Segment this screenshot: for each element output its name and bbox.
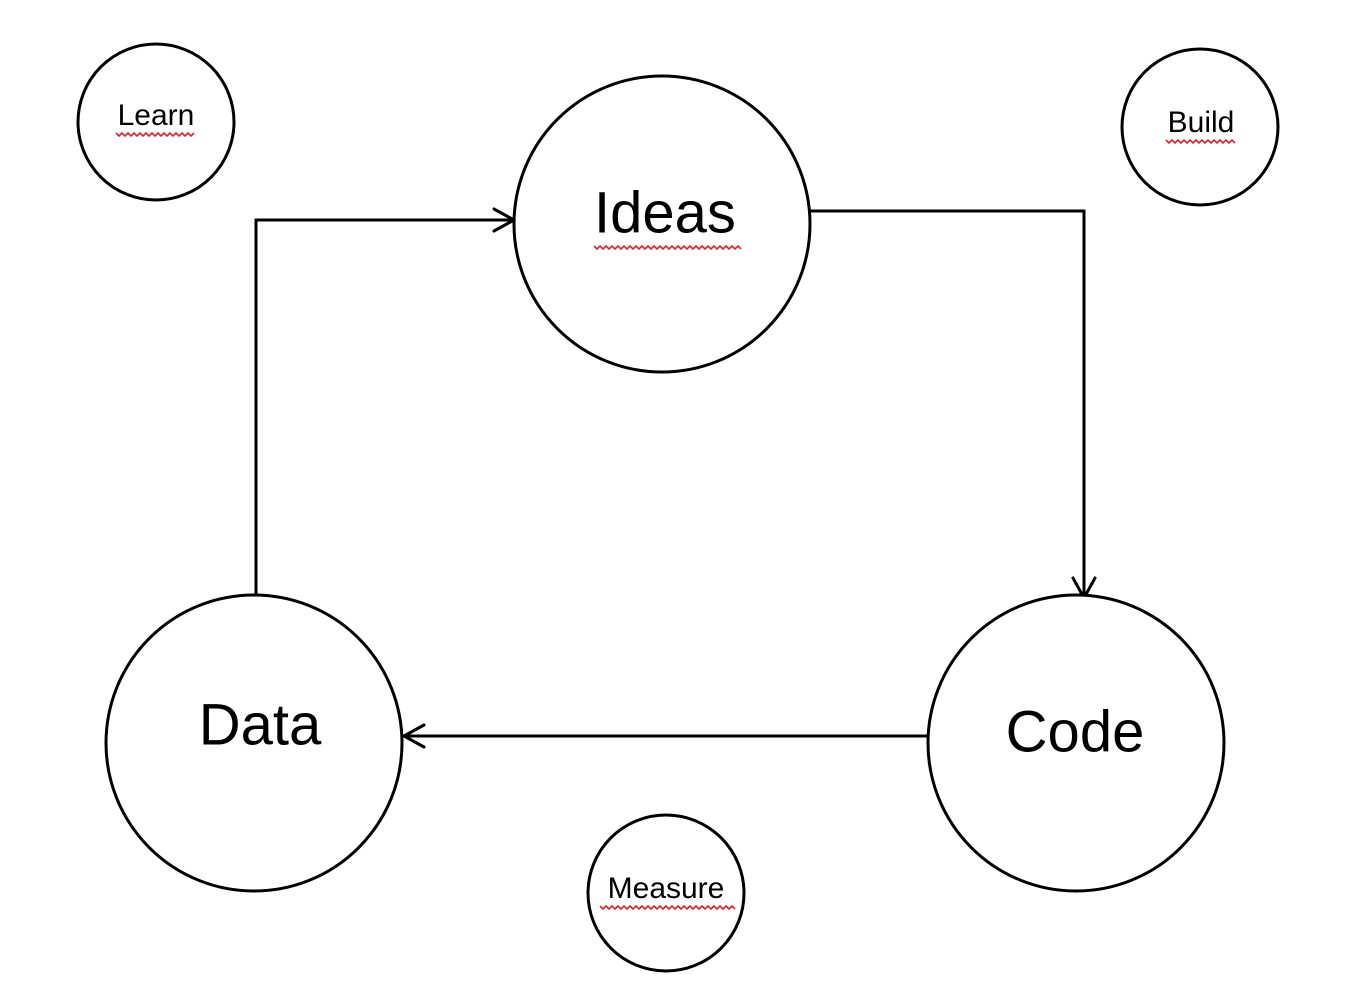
node-ideas-label: Ideas (594, 180, 736, 245)
node-code-label: Code (1006, 699, 1145, 764)
phase-measure-label: Measure (608, 872, 725, 905)
phase-build: Build (1120, 47, 1280, 207)
spellcheck-underline (115, 131, 195, 138)
connector-ideas-to-code (810, 209, 1097, 600)
spellcheck-underline (593, 244, 742, 251)
node-code: Code (926, 593, 1226, 893)
phase-learn-label: Learn (118, 99, 195, 132)
phase-measure: Measure (586, 813, 746, 973)
node-data: Data (104, 593, 404, 893)
phase-learn: Learn (76, 42, 236, 202)
phase-build-label: Build (1168, 106, 1235, 139)
node-ideas: Ideas (512, 74, 812, 374)
connector-data-to-ideas (254, 207, 516, 598)
spellcheck-underline (1165, 138, 1236, 145)
connector-code-to-data (402, 723, 930, 749)
spellcheck-underline (599, 904, 736, 911)
node-data-label: Data (199, 692, 322, 757)
